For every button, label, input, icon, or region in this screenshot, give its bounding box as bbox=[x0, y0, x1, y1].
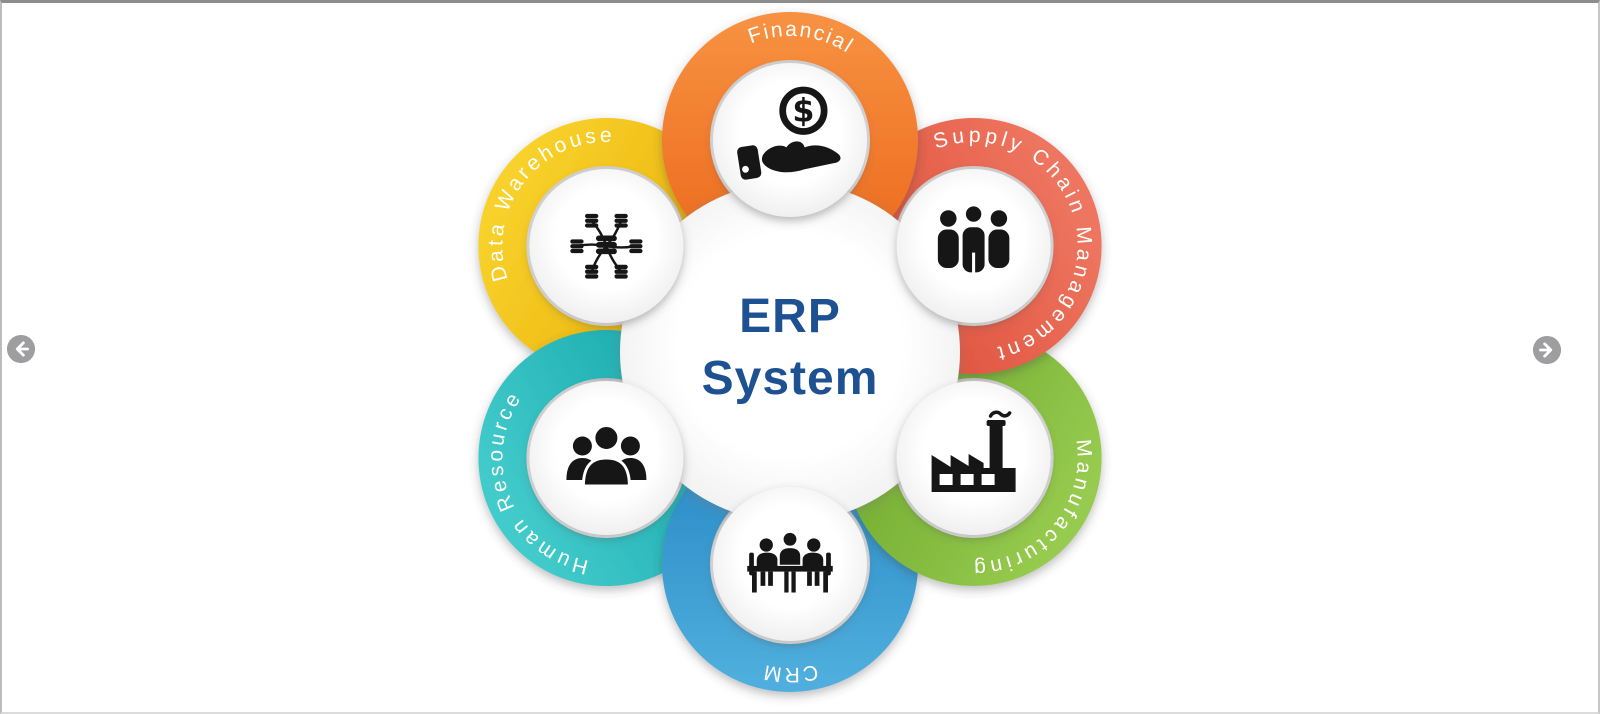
people-group-icon bbox=[937, 203, 1010, 276]
svg-text:$: $ bbox=[792, 94, 814, 130]
carousel-prev-button[interactable] bbox=[6, 334, 36, 364]
arrow-left-circle-icon bbox=[6, 334, 36, 364]
petal-label: CRM bbox=[760, 660, 820, 686]
meeting-icon bbox=[747, 530, 833, 593]
database-network-icon bbox=[570, 213, 643, 279]
factory-icon bbox=[931, 410, 1016, 492]
center-plate bbox=[620, 182, 960, 522]
petal-disc bbox=[713, 63, 867, 217]
center-title-line1: ERP bbox=[739, 290, 841, 343]
petal-icons: $ bbox=[566, 86, 1016, 593]
carousel-next-button[interactable] bbox=[1532, 335, 1562, 365]
arrow-right-circle-icon bbox=[1532, 335, 1562, 365]
hand-dollar-icon: $ bbox=[737, 86, 841, 180]
team-icon bbox=[566, 424, 647, 488]
center-title-line2: System bbox=[702, 352, 879, 405]
center-title: ERP System bbox=[702, 290, 879, 405]
